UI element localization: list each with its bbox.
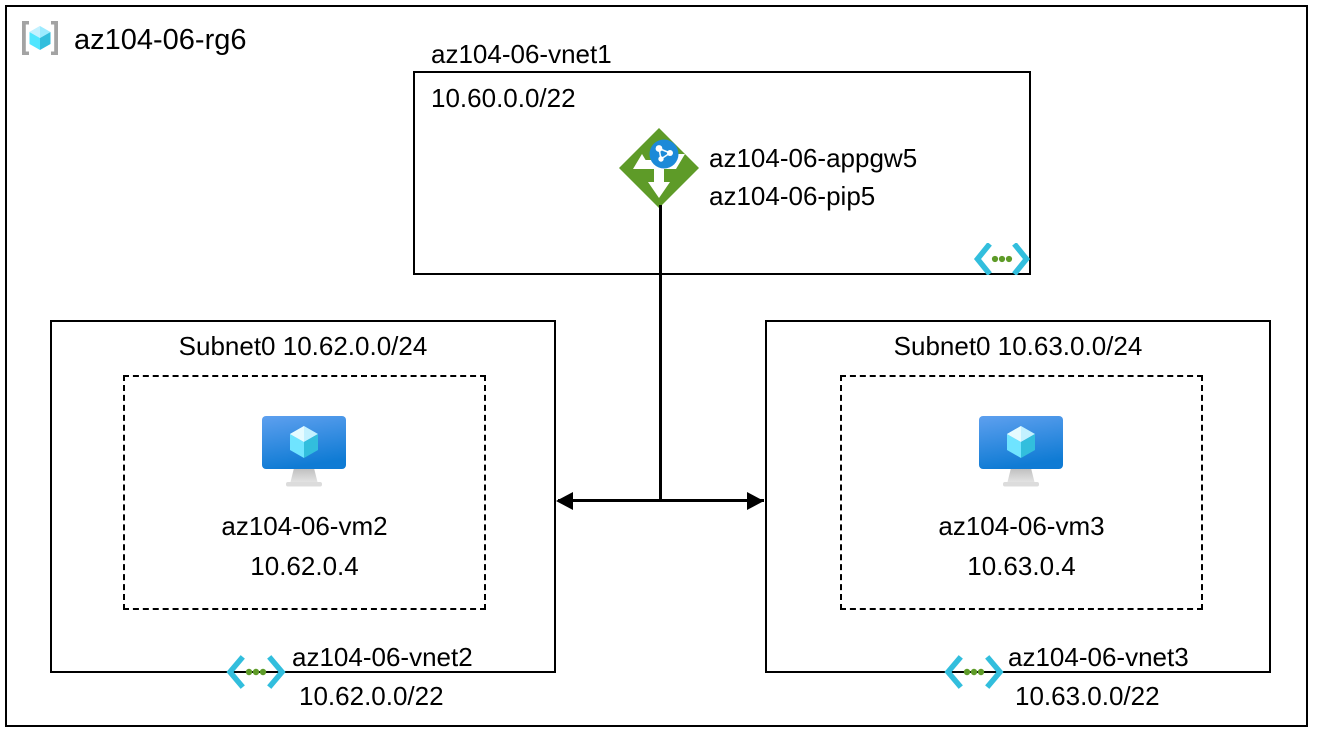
vnet3-address-space-label: 10.63.0.0/22 [1015, 681, 1160, 711]
vnet2-subnet-label: Subnet0 10.62.0.0/24 [178, 331, 428, 361]
public-ip-name-label: az104-06-pip5 [709, 181, 876, 211]
vnet3-subnet-label: Subnet0 10.63.0.0/24 [893, 331, 1143, 361]
resource-group-name: az104-06-rg6 [74, 24, 247, 56]
virtual-machine-icon-vm2 [258, 412, 350, 495]
vm3-ip-label: 10.63.0.4 [967, 551, 1076, 581]
vnet2-peering-icon [225, 655, 287, 694]
vnet3-boundary [765, 320, 1271, 673]
vnet2-boundary [50, 320, 556, 673]
resource-group-cube-icon [18, 18, 62, 63]
peering-arrow-head-left [556, 491, 573, 510]
vm2-ip-label: 10.62.0.4 [250, 551, 359, 581]
vnet3-peering-icon [943, 655, 1005, 694]
vnet1-boundary [413, 71, 1031, 275]
appgw-to-peering-connector [659, 205, 662, 502]
vnet2-subnet-boundary [123, 375, 486, 610]
vnet3-name-label: az104-06-vnet3 [1008, 642, 1189, 672]
vnet1-name-label: az104-06-vnet1 [431, 39, 612, 69]
vm3-name-label: az104-06-vm3 [938, 511, 1105, 541]
appgw-name-label: az104-06-appgw5 [709, 143, 918, 173]
vnet1-peering-icon [973, 242, 1031, 280]
application-gateway-icon [617, 126, 701, 215]
vnet2-name-label: az104-06-vnet2 [292, 642, 473, 672]
virtual-machine-icon-vm3 [975, 412, 1067, 495]
vnet3-subnet-boundary [840, 375, 1203, 610]
peering-arrow-head-right [747, 491, 764, 510]
peering-connector-line [558, 499, 764, 502]
vnet2-address-space-label: 10.62.0.0/22 [299, 681, 444, 711]
vm2-name-label: az104-06-vm2 [221, 511, 388, 541]
resource-group-header: az104-06-rg6 [18, 18, 247, 63]
vnet1-address-space-label: 10.60.0.0/22 [431, 83, 576, 113]
